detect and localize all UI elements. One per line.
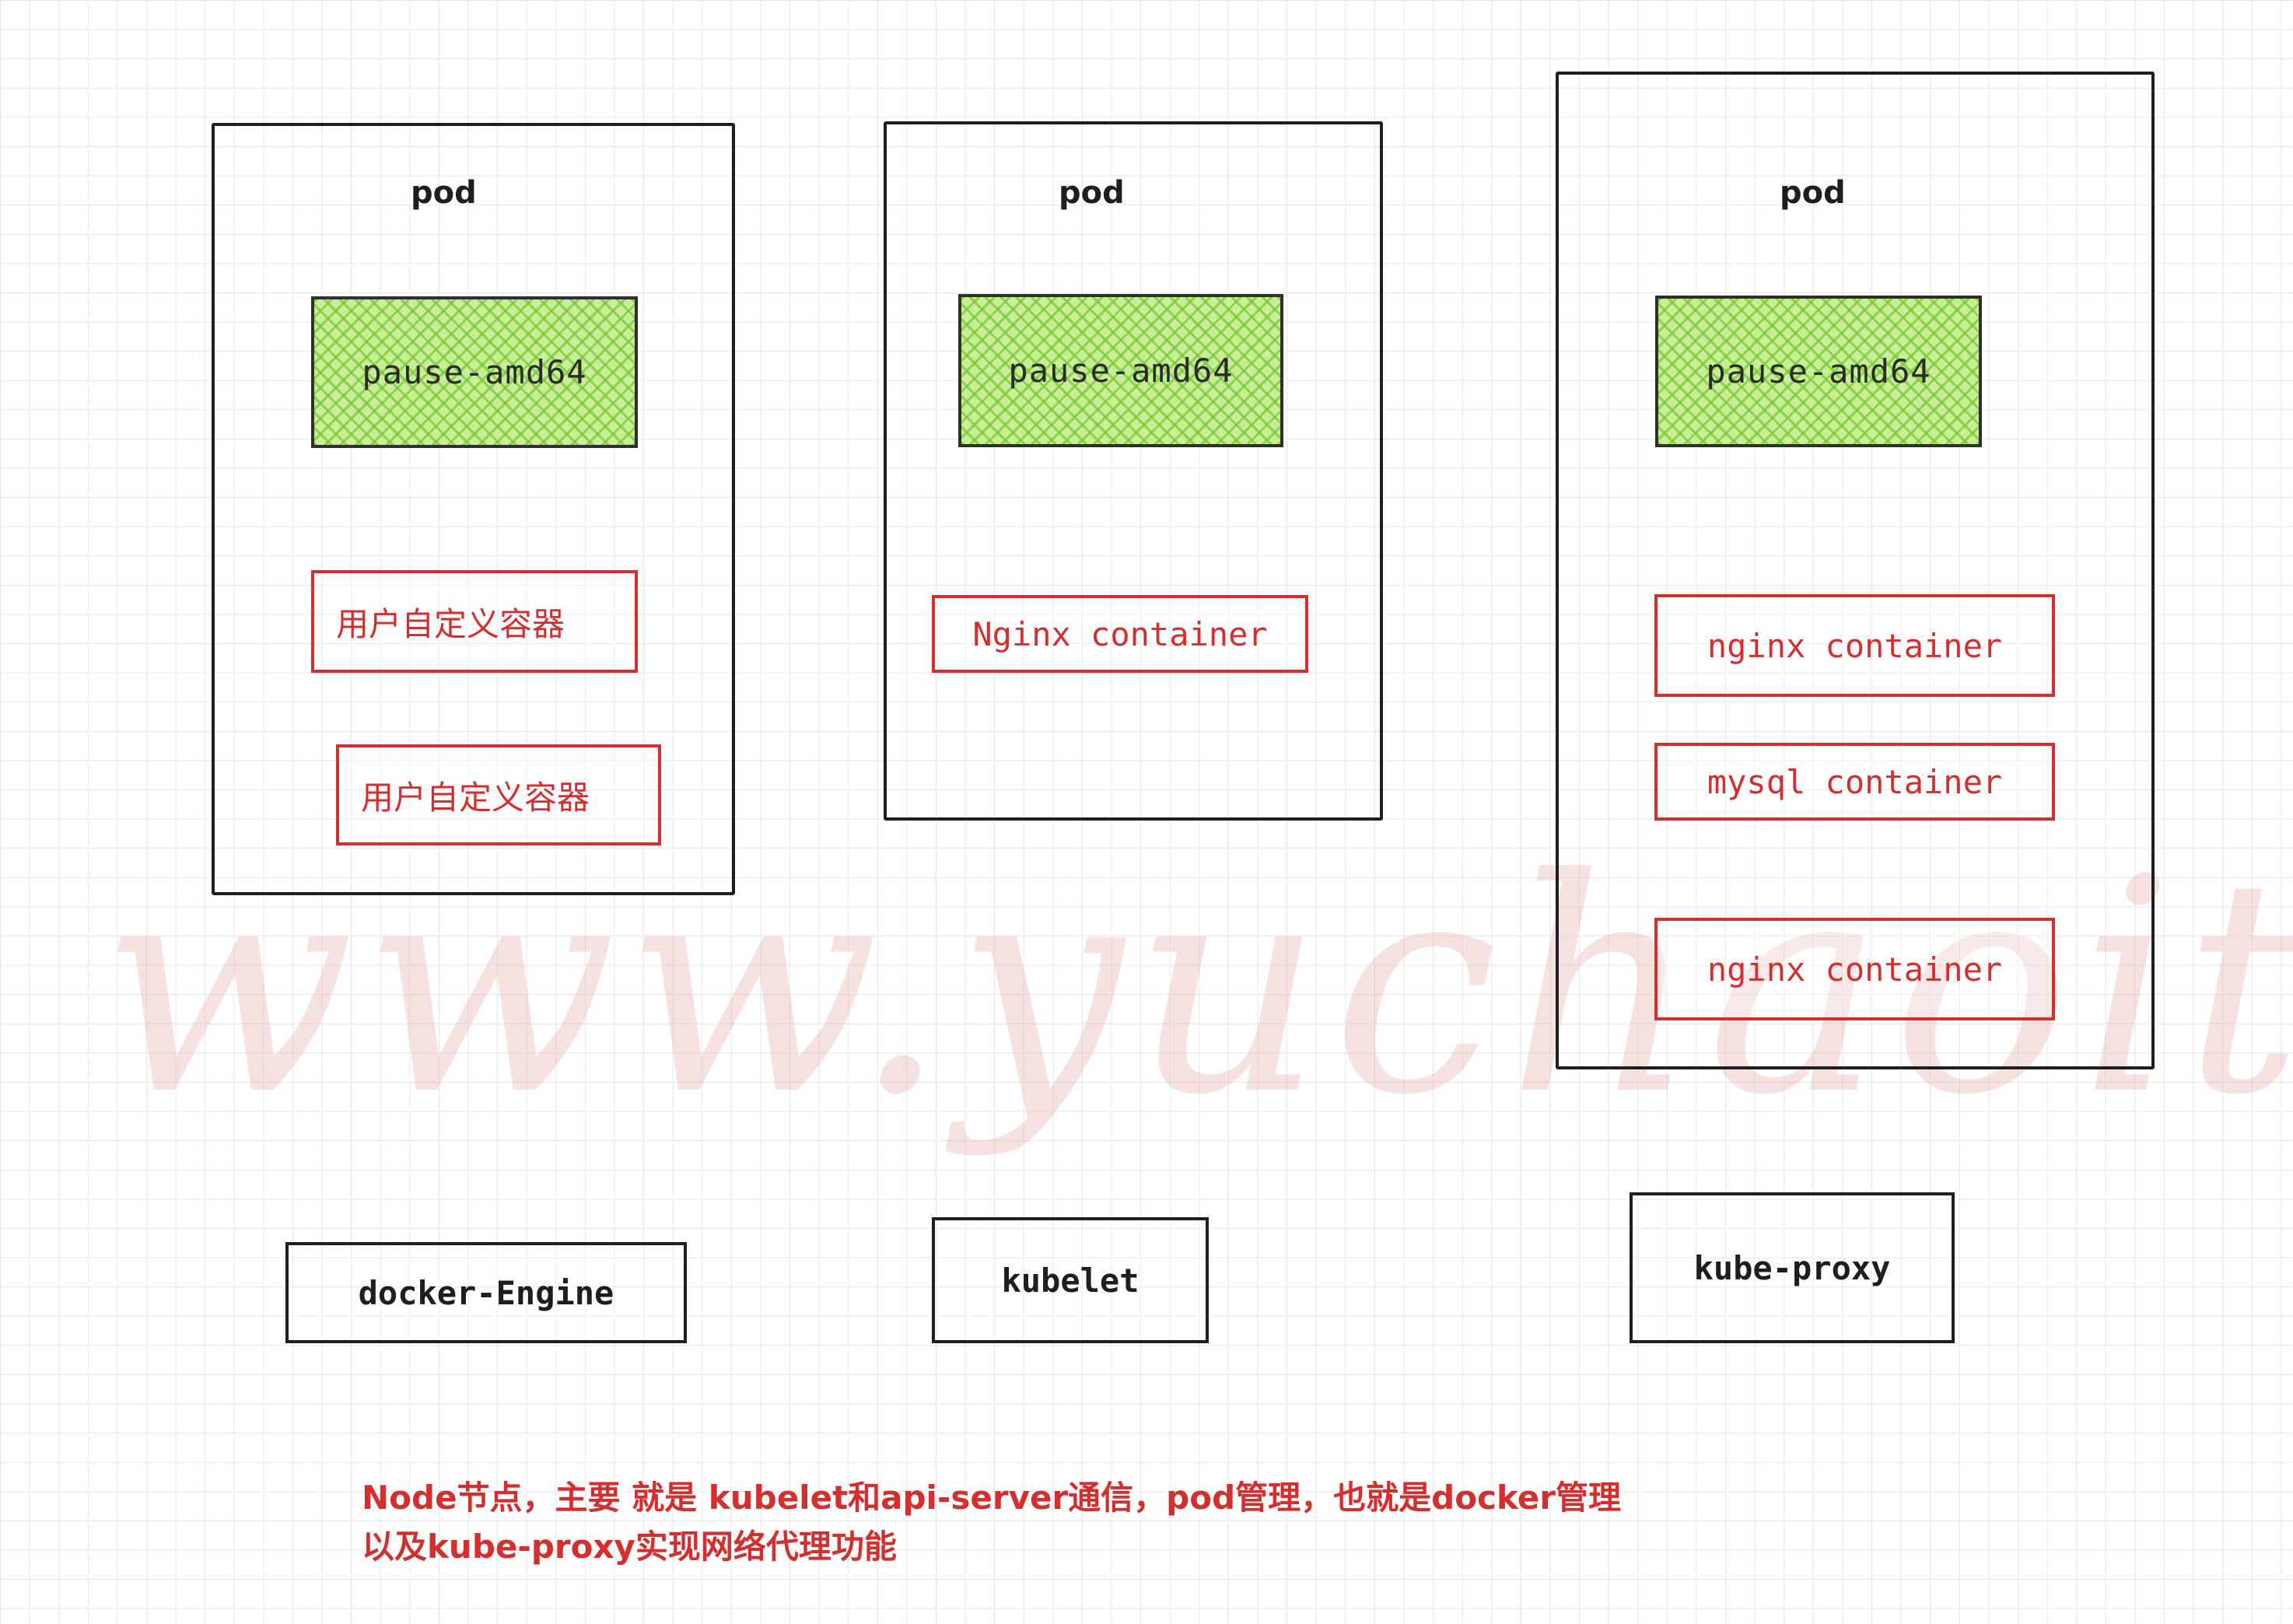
pod-3-pause-container: pause-amd64: [1655, 296, 1982, 447]
pod-3: [1556, 72, 2155, 1069]
pod-1-title: pod: [411, 175, 477, 211]
pod-3-container-2: mysql container: [1654, 743, 2055, 821]
kube-proxy-label: kube-proxy: [1693, 1248, 1891, 1287]
pod-2-title: pod: [1059, 175, 1125, 211]
pod-2-container-1: Nginx container: [932, 595, 1308, 673]
pod-1-container-1: 用户自定义容器: [311, 570, 638, 673]
pod-1-container-2: 用户自定义容器: [336, 744, 661, 845]
pod-1-pause-container: pause-amd64: [311, 296, 638, 448]
pod-1-pause-label: pause-amd64: [362, 353, 587, 391]
kubelet-label: kubelet: [1001, 1261, 1139, 1300]
pod-3-container-2-label: mysql container: [1707, 762, 2003, 801]
docker-engine-label: docker-Engine: [358, 1273, 614, 1312]
note-line-2: 以及kube-proxy实现网络代理功能: [362, 1528, 897, 1566]
docker-engine-box: docker-Engine: [285, 1242, 687, 1343]
kubelet-box: kubelet: [932, 1217, 1209, 1343]
pod-1-container-2-label: 用户自定义容器: [361, 778, 590, 817]
kube-proxy-box: kube-proxy: [1630, 1192, 1955, 1343]
pod-1: [212, 123, 735, 895]
pod-2-pause-label: pause-amd64: [1008, 352, 1234, 390]
pod-2: [884, 121, 1383, 821]
pod-2-pause-container: pause-amd64: [958, 294, 1283, 447]
pod-2-container-1-label: Nginx container: [972, 614, 1268, 653]
pod-1-container-1-label: 用户自定义容器: [336, 604, 565, 643]
pod-3-container-1: nginx container: [1654, 594, 2055, 697]
pod-3-container-3-label: nginx container: [1707, 950, 2003, 989]
note-line-1: Node节点，主要 就是 kubelet和api-server通信，pod管理，…: [362, 1479, 1621, 1517]
pod-3-title: pod: [1780, 175, 1846, 211]
pod-3-pause-label: pause-amd64: [1706, 352, 1931, 390]
pod-3-container-3: nginx container: [1654, 918, 2055, 1020]
pod-3-container-1-label: nginx container: [1707, 626, 2003, 665]
